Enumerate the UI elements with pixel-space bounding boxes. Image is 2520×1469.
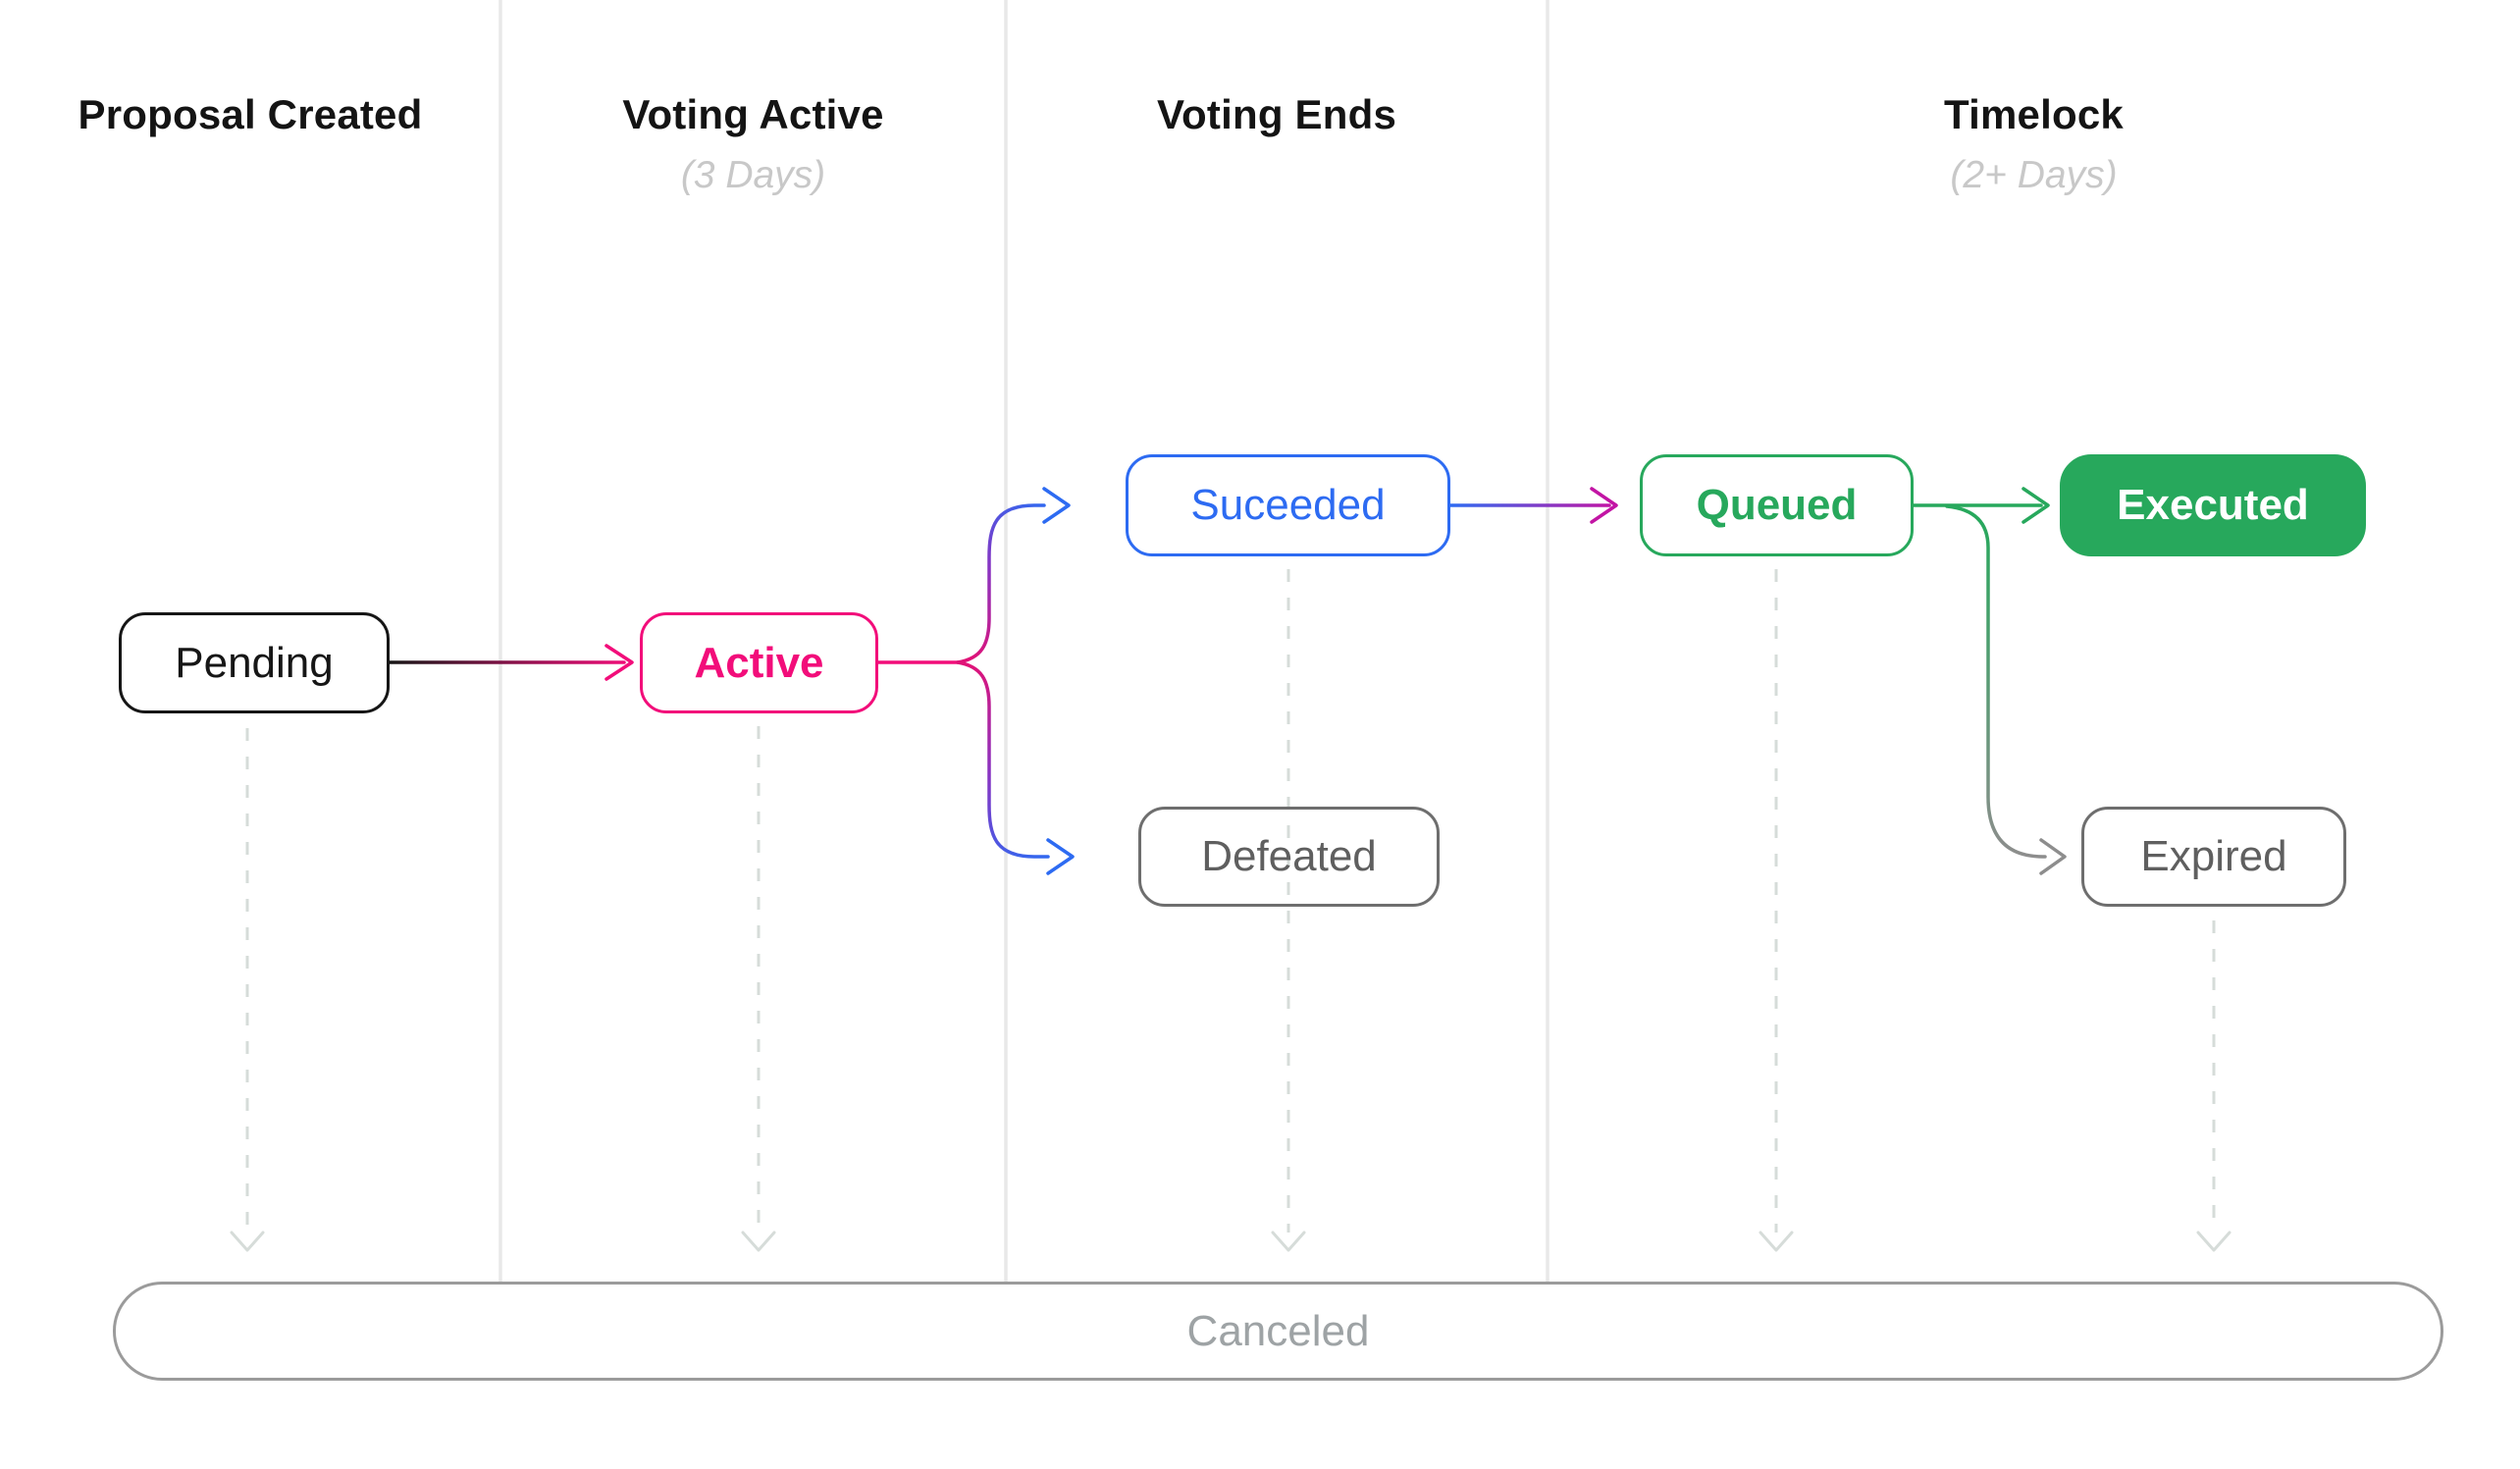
state-succeeded: Suceeded	[1126, 454, 1450, 556]
column-subtitle: (3 Days)	[680, 154, 826, 196]
arrowhead-right-icon	[604, 644, 634, 681]
state-label: Expired	[2140, 832, 2287, 880]
arrow-active-branch	[876, 487, 1075, 875]
arrowhead-right-icon	[1590, 487, 1618, 524]
curve-line	[1945, 504, 2047, 859]
arrowhead-right-icon	[2021, 487, 2050, 524]
column-header-voting-active: Voting Active (3 Days)	[500, 91, 1006, 197]
arrow-pending-to-active	[388, 644, 634, 681]
state-label: Executed	[2117, 481, 2309, 529]
state-defeated: Defeated	[1138, 807, 1440, 907]
chevron-down-icon	[1759, 1231, 1794, 1252]
arrow-queued-to-expired	[1945, 504, 2067, 875]
state-label: Defeated	[1201, 832, 1377, 880]
column-title: Proposal Created	[78, 91, 423, 137]
state-expired: Expired	[2081, 807, 2346, 907]
state-label: Suceeded	[1190, 481, 1386, 529]
state-executed: Executed	[2060, 454, 2366, 556]
column-header-timelock: Timelock (2+ Days)	[1548, 91, 2520, 197]
arrow-queued-to-executed	[1912, 487, 2050, 524]
state-label: Active	[694, 638, 824, 687]
chevron-down-icon	[230, 1231, 265, 1252]
state-label: Queued	[1696, 481, 1858, 529]
column-header-voting-ends: Voting Ends	[1006, 91, 1548, 138]
state-queued: Queued	[1640, 454, 1914, 556]
arrow-succeeded-to-queued	[1448, 487, 1618, 524]
chevron-down-icon	[741, 1231, 776, 1252]
state-active: Active	[640, 612, 878, 713]
state-label: Pending	[175, 638, 334, 687]
arrowhead-right-icon	[1042, 487, 1071, 524]
state-pending: Pending	[119, 612, 390, 713]
branch-curve-to-defeated	[956, 660, 1050, 859]
canceled-drop-lines	[230, 569, 2231, 1252]
arrowhead-right-icon	[1046, 838, 1075, 875]
arrowhead-right-icon	[2039, 838, 2067, 875]
chevron-down-icon	[1271, 1231, 1306, 1252]
column-title: Voting Ends	[1156, 91, 1397, 137]
state-label: Canceled	[1186, 1306, 1370, 1355]
column-title: Voting Active	[622, 91, 884, 137]
state-canceled: Canceled	[113, 1282, 2443, 1381]
chevron-down-icon	[2196, 1231, 2231, 1252]
column-title: Timelock	[1944, 91, 2124, 137]
branch-curve-to-succeeded	[956, 503, 1046, 664]
column-subtitle: (2+ Days)	[1950, 154, 2118, 196]
column-header-proposal-created: Proposal Created	[0, 91, 500, 138]
